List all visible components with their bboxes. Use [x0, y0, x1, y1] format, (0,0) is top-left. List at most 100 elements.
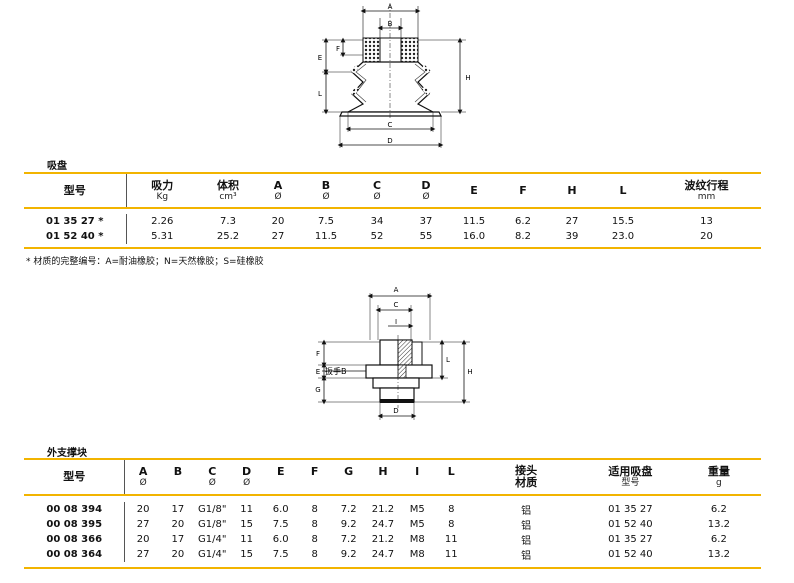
- dim2-label-d: D: [393, 407, 398, 415]
- cell: 21.2: [371, 504, 395, 515]
- header-cell: F: [310, 465, 319, 478]
- cell: 23.0: [611, 231, 635, 242]
- cell: 7.2: [340, 504, 357, 515]
- header-cell: 适用吸盘型号: [608, 465, 653, 489]
- cell: 11: [444, 549, 458, 560]
- cell: 6.2: [515, 216, 531, 227]
- cell: 6.0: [272, 534, 289, 545]
- wrench-label: 扳手B: [325, 366, 347, 376]
- material-footnote: * 材质的完整编号：A=耐油橡胶；N=天然橡胶；S=硅橡胶: [26, 257, 264, 267]
- cell: 6.2: [710, 504, 727, 515]
- dim2-label-i: I: [395, 318, 397, 326]
- cell: 8: [448, 519, 455, 530]
- dim2-label-g: G: [315, 386, 320, 394]
- header-cell: 型号: [63, 183, 86, 197]
- table2-top-rule: [24, 458, 761, 460]
- cell: 7.3: [220, 216, 236, 227]
- cell: 20: [124, 502, 161, 517]
- table-row: 01 52 40 * 5.31 25.2 27 11.5 52 55 16.0 …: [24, 229, 761, 244]
- table-row: 00 08 395 27 20 G1/8" 15 7.5 8 9.2 24.7 …: [24, 517, 761, 532]
- cell: 6.0: [272, 504, 289, 515]
- cell: 15: [240, 549, 253, 560]
- cell: 13.2: [707, 549, 730, 560]
- cell: 55: [419, 231, 433, 242]
- cell: 5.31: [125, 229, 198, 244]
- cell: 27: [271, 231, 285, 242]
- header-cell: G: [344, 465, 354, 478]
- header-cell: H: [378, 465, 388, 478]
- header-cell: I: [415, 465, 420, 478]
- cell: M8: [409, 534, 425, 545]
- cell: 11: [444, 534, 458, 545]
- model-code: 00 08 366: [46, 534, 103, 545]
- table-row: 01 35 27 * 2.26 7.3 20 7.5 34 37 11.5 6.…: [24, 214, 761, 229]
- cell: 11.5: [314, 231, 338, 242]
- dim-label-d: D: [387, 137, 392, 145]
- cell: 24.7: [371, 519, 395, 530]
- table-row: 00 08 394 20 17 G1/8" 11 6.0 8 7.2 21.2 …: [24, 502, 761, 517]
- cell: 27: [565, 216, 579, 227]
- cell: 13: [700, 216, 713, 227]
- cell: 9.2: [340, 549, 357, 560]
- cell: 铝: [521, 521, 532, 532]
- cell: M5: [409, 519, 425, 530]
- cell: 27: [124, 547, 161, 562]
- model-code: 00 08 364: [46, 549, 103, 560]
- cell: 01 35 27: [608, 504, 653, 515]
- table1-mid-rule: [24, 207, 761, 209]
- dim2-label-a: A: [394, 286, 399, 294]
- cell: 铝: [521, 536, 532, 547]
- cell: 8: [311, 549, 318, 560]
- cell: 01 52 40: [608, 549, 653, 560]
- cell: 25.2: [216, 231, 240, 242]
- cell: 8: [311, 519, 318, 530]
- header-cell: E: [470, 183, 478, 197]
- cell: G1/4": [198, 534, 227, 545]
- dim-label-e: E: [318, 54, 322, 62]
- cell: 16.0: [462, 231, 486, 242]
- dim-label-l: L: [318, 90, 322, 98]
- header-cell: 型号: [63, 470, 86, 483]
- cell: 11: [240, 534, 253, 545]
- cell: 7.5: [318, 216, 334, 227]
- cell: 20: [171, 549, 185, 560]
- cell: 20: [171, 519, 185, 530]
- cell: 7.5: [272, 519, 289, 530]
- cell: M5: [409, 504, 425, 515]
- cell: 7.5: [272, 549, 289, 560]
- cell: 13.2: [707, 519, 730, 530]
- table2-mid-rule: [24, 494, 761, 496]
- header-cell: E: [276, 465, 285, 478]
- cell: 6.2: [710, 534, 727, 545]
- table1-top-rule: [24, 172, 761, 174]
- cell: 34: [370, 216, 384, 227]
- cell: 17: [171, 504, 185, 515]
- cell: 24.7: [371, 549, 395, 560]
- cell: 20: [700, 231, 713, 242]
- section-title-support-block: 外支撑块: [47, 448, 87, 459]
- table-row: 00 08 364 27 20 G1/4" 15 7.5 8 9.2 24.7 …: [24, 547, 761, 562]
- cell: 11: [240, 504, 253, 515]
- cell: 27: [124, 517, 161, 532]
- table-row: 00 08 366 20 17 G1/4" 11 6.0 8 7.2 21.2 …: [24, 532, 761, 547]
- header-cell: 接头材质: [515, 464, 538, 489]
- cell: G1/8": [198, 504, 227, 515]
- cell: 20: [271, 216, 285, 227]
- table2-bottom-rule: [24, 567, 761, 569]
- dim-label-h: H: [465, 74, 470, 82]
- model-code: 01 52 40 *: [46, 231, 104, 242]
- section-title-suction-cup: 吸盘: [47, 161, 67, 172]
- suction-cup-drawing: A B F E L H C D: [318, 3, 471, 148]
- cell: 15.5: [611, 216, 635, 227]
